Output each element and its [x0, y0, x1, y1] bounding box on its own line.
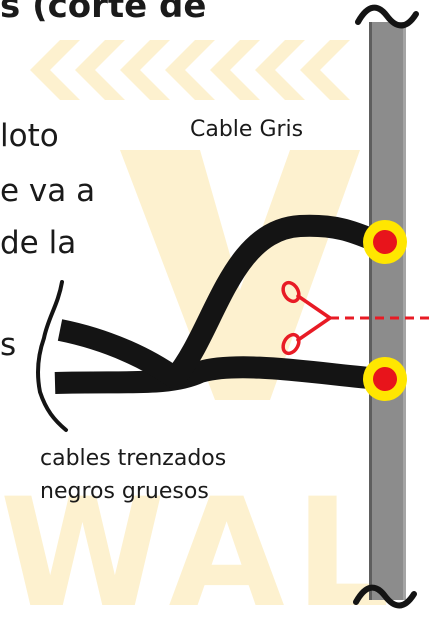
cable-gris-label: Cable Gris [190, 117, 304, 142]
watermark-text: WAL [0, 467, 400, 622]
body-text-line: loto [0, 118, 59, 154]
gray-cable [369, 22, 406, 600]
body-text-line: e va a [0, 173, 96, 209]
watermark: WAL [0, 40, 400, 622]
connector-dot-icon-bottom [363, 357, 407, 401]
tilde-break-icon-bottom [353, 584, 417, 609]
watermark-v-shape [120, 150, 360, 400]
bracket-shape [35, 280, 68, 432]
page-title-fragment: s (corte de [0, 0, 207, 26]
black-braided-cables [54, 214, 386, 394]
body-text-line: s [0, 327, 17, 363]
black-cable-lower-strand [54, 356, 382, 394]
connector-dot-icon-top [363, 220, 407, 264]
watermark-chevrons [30, 40, 350, 100]
braided-cables-label-line1: cables trenzados [40, 446, 227, 471]
body-text-line: de la [0, 225, 77, 261]
scissors-icon [281, 280, 332, 356]
tilde-break-icon-top [355, 4, 419, 29]
black-cable-upper-strand [57, 214, 386, 389]
braided-cables-label-line2: negros gruesos [40, 479, 209, 504]
